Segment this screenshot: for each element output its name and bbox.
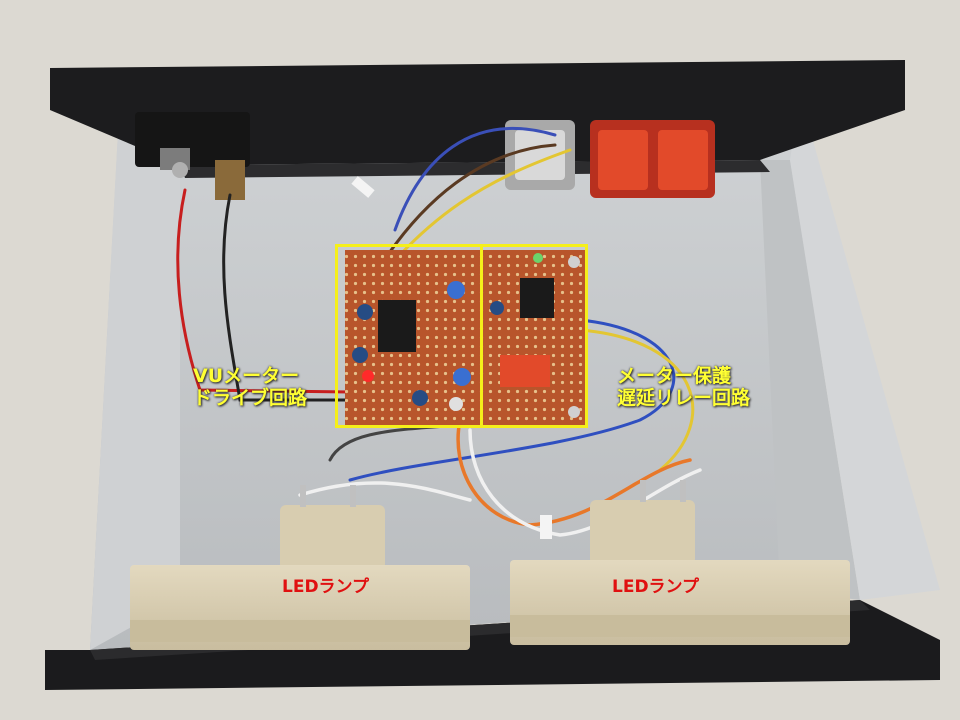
label-protection-line2: 遅延リレー回路 (617, 386, 751, 409)
wiring (176, 126, 702, 537)
led-lamp-left (130, 485, 470, 650)
trimmer-pot-bottom (453, 368, 471, 386)
ic-chip-left (378, 300, 416, 352)
rocker-switches (590, 120, 715, 198)
pcb-board (345, 250, 585, 425)
led-lamp-right (510, 480, 850, 645)
highlight-vu-drive-circuit (335, 244, 483, 428)
dc-jack (135, 112, 250, 200)
label-protection-line1: メーター保護 (617, 365, 732, 387)
status-led (362, 370, 374, 382)
label-vu-drive-line1: VUメーター (193, 365, 300, 387)
label-vu-drive: VUメーター ドライブ回路 (193, 365, 308, 410)
chassis-right-wall (760, 160, 860, 600)
ic-chip-right (520, 278, 554, 318)
cable-tie (540, 515, 552, 539)
label-vu-drive-line2: ドライブ回路 (193, 386, 308, 409)
relay (500, 355, 550, 387)
trimmer-pot-top (447, 281, 465, 299)
label-led-lamp-right: LEDランプ (612, 577, 700, 597)
label-led-lamp-left: LEDランプ (282, 577, 370, 597)
highlight-protection-relay-circuit (480, 244, 588, 428)
cable-tie (351, 176, 375, 198)
label-protection-relay: メーター保護 遅延リレー回路 (617, 365, 751, 410)
chassis-left-wall (90, 95, 180, 650)
